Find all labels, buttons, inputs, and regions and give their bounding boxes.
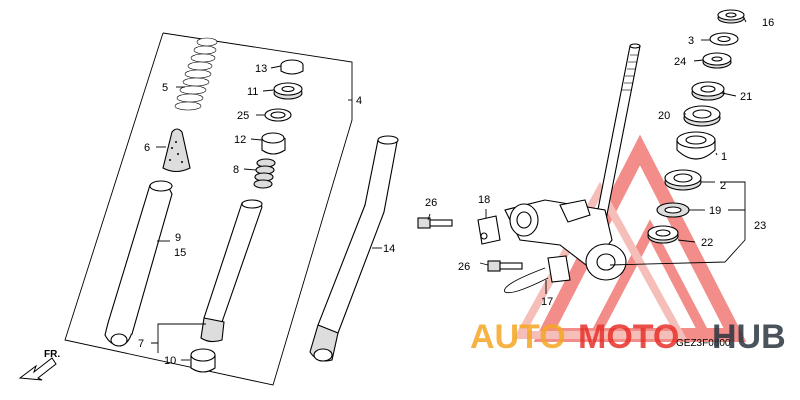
part-label-19: 19 <box>709 205 721 217</box>
part-label-1: 1 <box>721 151 727 163</box>
part-label-14: 14 <box>383 243 395 255</box>
race-22 <box>647 225 679 244</box>
part-label-23: 23 <box>754 220 766 232</box>
part-label-20: 20 <box>658 110 670 122</box>
part-label-18: 18 <box>478 194 490 206</box>
cable-clamp-17 <box>504 255 571 294</box>
part-label-24: 24 <box>674 56 686 68</box>
part-label-13: 13 <box>255 63 267 75</box>
bracket-plate-18 <box>477 215 501 245</box>
nut-21 <box>691 81 725 101</box>
cone-race-1 <box>676 131 716 160</box>
bolt-26-top <box>417 217 453 229</box>
part-label-10: 10 <box>164 355 176 367</box>
lock-nut-16 <box>717 9 745 24</box>
fork-spring <box>174 37 218 111</box>
part-label-21: 21 <box>740 91 752 103</box>
front-direction-arrow: FR. <box>18 349 60 381</box>
bolt-26-bottom <box>487 260 523 272</box>
part-label-11: 11 <box>247 86 258 98</box>
part-label-3: 3 <box>688 35 694 47</box>
part-label-7: 7 <box>138 338 144 350</box>
washer-3 <box>709 32 739 46</box>
fork-leg-14 <box>309 135 399 362</box>
bearing-race-20 <box>683 105 721 127</box>
part-number-labels: 5 6 9 15 7 10 13 11 25 12 8 4 14 26 18 2… <box>138 17 774 367</box>
fork-bushing-12 <box>261 132 286 155</box>
outer-fork-tube <box>104 180 173 347</box>
part-label-8: 8 <box>233 164 239 176</box>
part-label-6: 6 <box>144 142 150 154</box>
part-label-12: 12 <box>234 134 246 146</box>
ball-bearing-19 <box>656 202 690 218</box>
part-label-22: 22 <box>701 237 713 249</box>
part-label-17: 17 <box>541 296 553 308</box>
watermark-text: AUTO MOTO HUB <box>470 318 786 356</box>
front-direction-label: FR. <box>44 349 60 360</box>
race-2 <box>664 169 702 191</box>
spacer-24 <box>702 52 732 69</box>
steering-bracket <box>504 199 627 281</box>
watermark-word-moto: MOTO <box>578 318 679 356</box>
fork-seal <box>190 348 216 373</box>
leader-lines <box>151 17 747 361</box>
part-label-9: 9 <box>175 232 181 244</box>
inner-fork-tube <box>200 199 263 343</box>
part-label-5: 5 <box>162 82 168 94</box>
part-label-26-bottom: 26 <box>458 261 470 273</box>
fork-ring-25 <box>264 108 292 122</box>
part-label-4: 4 <box>356 95 362 107</box>
part-label-2: 2 <box>720 180 726 192</box>
part-label-26-top: 26 <box>425 197 437 209</box>
diagram-code: GEZ3F0800 <box>676 338 731 349</box>
fork-spring-8 <box>253 158 276 189</box>
fork-damper-cone <box>162 128 191 173</box>
part-label-15: 15 <box>174 247 186 259</box>
fork-cap-13 <box>280 59 304 75</box>
fork-assembly-outline <box>64 32 353 386</box>
part-label-16: 16 <box>762 17 774 29</box>
fork-bearing-11 <box>273 82 303 100</box>
watermark-word-hub: HUB <box>712 318 786 356</box>
part-label-25: 25 <box>237 110 249 122</box>
watermark-word-auto: AUTO <box>470 318 566 356</box>
